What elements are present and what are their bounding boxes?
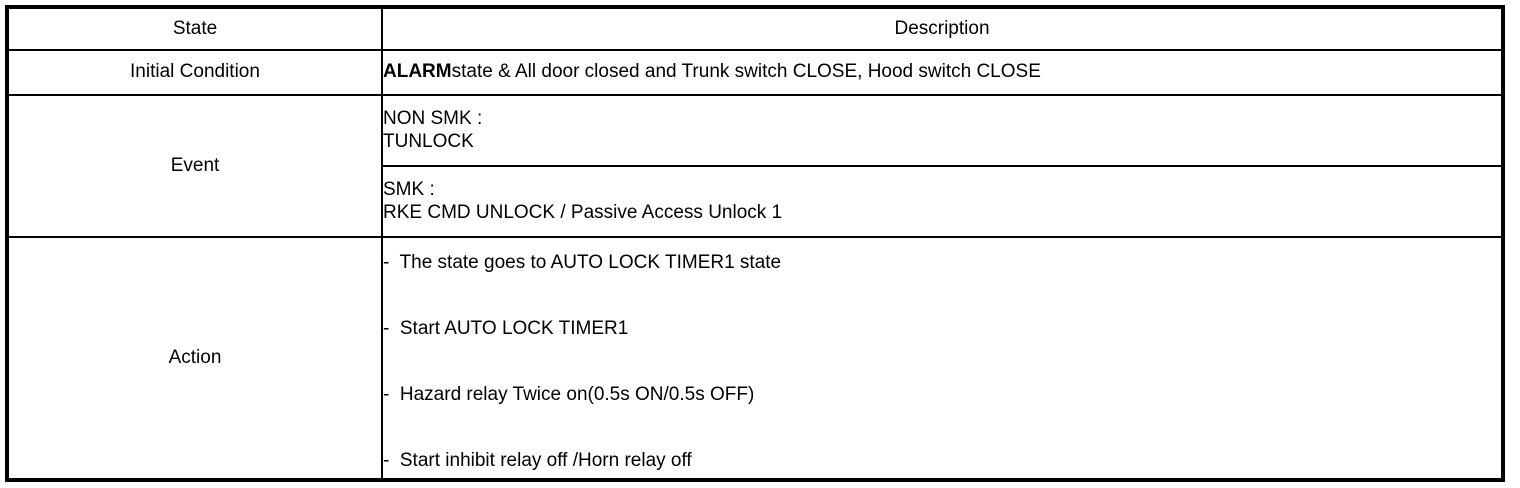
cell-event-smk: SMK : RKE CMD UNLOCK / Passive Access Un… (381, 165, 1504, 238)
action-item: - Start inhibit relay off /Horn relay of… (383, 450, 692, 471)
table-header-row: State Description (6, 6, 1504, 51)
action-item: - The state goes to AUTO LOCK TIMER1 sta… (383, 252, 782, 273)
event-smk-line-2: RKE CMD UNLOCK / Passive Access Unlock 1 (383, 201, 783, 223)
action-item-list: - The state goes to AUTO LOCK TIMER1 sta… (383, 244, 1501, 472)
action-item: - Start AUTO LOCK TIMER1 (383, 318, 629, 339)
row-label-initial-condition: Initial Condition (6, 49, 383, 96)
event-non-smk-line-1: NON SMK : (383, 108, 483, 130)
table-row-event-non-smk: Event NON SMK : TUNLOCK (6, 94, 1504, 238)
column-header-state: State (6, 6, 383, 51)
table-row-event-smk: SMK : RKE CMD UNLOCK / Passive Access Un… (7, 165, 1504, 238)
table-row-initial-condition: Initial Condition ALARMstate & All door … (6, 49, 1504, 96)
event-non-smk-line-2: TUNLOCK (383, 130, 474, 152)
table-row-action: Action - The state goes to AUTO LOCK TIM… (6, 236, 1504, 481)
event-smk-line-1: SMK : (383, 179, 435, 201)
state-description-table: State Description Initial Condition ALAR… (5, 5, 1505, 482)
column-header-description: Description (381, 6, 1504, 51)
row-label-action: Action (6, 236, 383, 481)
initial-condition-description-text: state & All door closed and Trunk switch… (451, 61, 1041, 83)
initial-condition-alarm-keyword: ALARM (383, 61, 452, 83)
action-item: - Hazard relay Twice on(0.5s ON/0.5s OFF… (383, 384, 755, 405)
cell-initial-condition-description: ALARMstate & All door closed and Trunk s… (381, 49, 1504, 96)
cell-action-description: - The state goes to AUTO LOCK TIMER1 sta… (381, 236, 1504, 481)
cell-event-non-smk: NON SMK : TUNLOCK (381, 94, 1504, 167)
row-label-event: Event (6, 94, 383, 238)
